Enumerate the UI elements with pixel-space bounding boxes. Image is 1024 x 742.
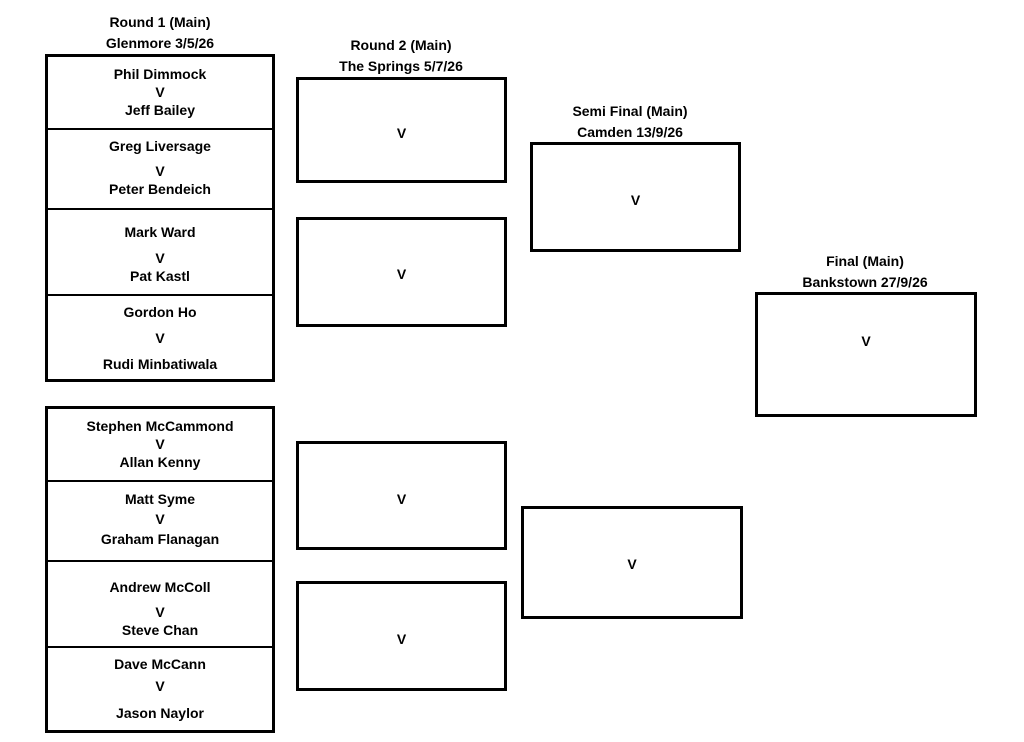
match-cell: Greg Liversage V Peter Bendeich [48, 130, 272, 208]
round1-group-top: Phil Dimmock V Jeff Bailey Greg Liversag… [45, 54, 275, 382]
match-cell: Matt Syme V Graham Flanagan [48, 482, 272, 560]
final-title: Final (Main) [826, 253, 904, 269]
divider [48, 480, 272, 482]
player-name: Peter Bendeich [109, 181, 211, 197]
divider [48, 208, 272, 210]
semi-match-box: V [521, 506, 743, 619]
vs-label: V [155, 250, 165, 266]
round1-header: Round 1 (Main) Glenmore 3/5/26 [60, 12, 260, 54]
player-name: Gordon Ho [123, 304, 197, 320]
round1-title: Round 1 (Main) [109, 14, 211, 30]
vs-label: V [396, 491, 407, 507]
vs-label: V [396, 631, 407, 647]
vs-label: V [155, 511, 165, 527]
player-name: Jeff Bailey [124, 102, 196, 118]
match-cell: Phil Dimmock V Jeff Bailey [48, 57, 272, 129]
vs-label: V [155, 436, 165, 452]
player-name: Graham Flanagan [100, 531, 220, 547]
round1-venue: Glenmore 3/5/26 [105, 35, 215, 51]
player-name: Allan Kenny [119, 454, 201, 470]
vs-label: V [630, 192, 641, 208]
semi-match-box: V [530, 142, 741, 252]
match-cell: Stephen McCammond V Allan Kenny [48, 409, 272, 481]
divider [48, 294, 272, 296]
vs-label: V [155, 330, 165, 346]
semi-header: Semi Final (Main) Camden 13/9/26 [526, 101, 734, 143]
player-name: Jason Naylor [116, 705, 204, 721]
vs-label: V [155, 163, 165, 179]
player-name: Mark Ward [124, 224, 196, 240]
round2-title: Round 2 (Main) [350, 37, 452, 53]
round2-match-box: V [296, 217, 507, 327]
player-name: Phil Dimmock [113, 66, 207, 82]
semi-venue: Camden 13/9/26 [577, 124, 683, 140]
player-name: Matt Syme [124, 491, 196, 507]
vs-label: V [396, 125, 407, 141]
player-name: Pat Kastl [130, 268, 190, 284]
match-cell: Gordon Ho V Rudi Minbatiwala [48, 296, 272, 382]
player-name: Rudi Minbatiwala [102, 356, 218, 372]
final-header: Final (Main) Bankstown 27/9/26 [755, 251, 975, 293]
vs-label: V [155, 678, 165, 694]
match-cell: Andrew McColl V Steve Chan [48, 562, 272, 646]
round2-match-box: V [296, 441, 507, 550]
player-name: Steve Chan [121, 622, 199, 638]
player-name: Dave McCann [114, 656, 206, 672]
match-cell: Dave McCann V Jason Naylor [48, 648, 272, 733]
semi-title: Semi Final (Main) [572, 103, 688, 119]
round2-venue: The Springs 5/7/26 [339, 58, 463, 74]
divider [48, 646, 272, 648]
vs-label: V [396, 266, 407, 282]
match-cell: Mark Ward V Pat Kastl [48, 210, 272, 294]
divider [48, 128, 272, 130]
round1-group-bottom: Stephen McCammond V Allan Kenny Matt Sym… [45, 406, 275, 733]
final-match-box: V [755, 292, 977, 417]
round2-match-box: V [296, 77, 507, 183]
player-name: Stephen McCammond [86, 418, 234, 434]
round2-header: Round 2 (Main) The Springs 5/7/26 [296, 35, 506, 77]
round2-match-box: V [296, 581, 507, 691]
player-name: Greg Liversage [109, 138, 211, 154]
vs-label: V [627, 556, 637, 572]
player-name: Andrew McColl [109, 579, 211, 595]
vs-label: V [155, 84, 165, 100]
vs-label: V [861, 333, 871, 349]
divider [48, 560, 272, 562]
vs-label: V [155, 604, 165, 620]
final-venue: Bankstown 27/9/26 [802, 274, 928, 290]
